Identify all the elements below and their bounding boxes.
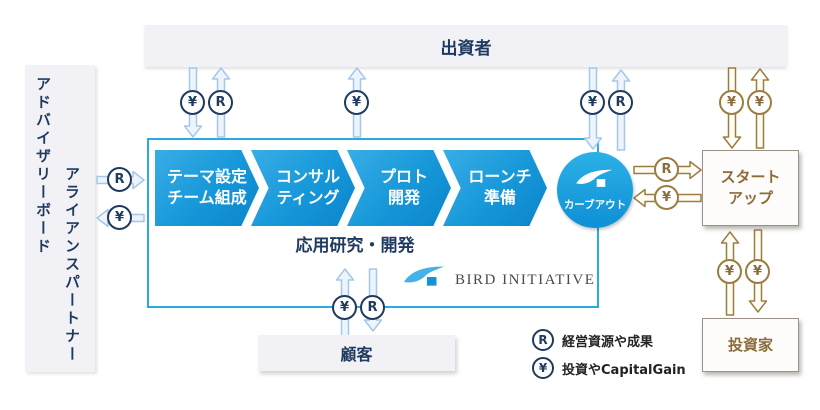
startup-box: スタート アップ (702, 150, 799, 226)
legend-resource-label: 経営資源や成果 (562, 334, 654, 350)
process-step-theme: テーマ設定 チーム組成 (155, 150, 259, 226)
money-badge: ¥ (332, 295, 357, 320)
money-badge: ¥ (180, 90, 205, 115)
process-step-consulting: コンサル ティング (251, 150, 355, 226)
money-badge: ¥ (532, 357, 554, 379)
carveout-node: カーブアウト (557, 152, 633, 228)
left-partners-panel (25, 65, 95, 372)
legend-money: ¥ 投資やCapitalGain (532, 357, 686, 379)
resource-badge: R (208, 90, 233, 115)
money-badge: ¥ (719, 90, 744, 115)
rnd-caption: 応用研究・開発 (295, 236, 415, 256)
customer-box: 顧客 (258, 335, 455, 371)
money-badge: ¥ (654, 185, 679, 210)
money-badge: ¥ (717, 259, 742, 284)
resource-badge: R (608, 90, 633, 115)
bird-icon-blue (402, 264, 448, 296)
advisory-board-label: アドバイザリーボード (34, 76, 52, 256)
resource-badge: R (654, 157, 679, 182)
money-badge: ¥ (344, 90, 369, 115)
resource-badge: R (532, 329, 554, 351)
money-badge: ¥ (745, 259, 770, 284)
alliance-partner-label: アライアンスパートナー (63, 166, 81, 364)
money-badge: ¥ (580, 90, 605, 115)
legend-money-label: 投資やCapitalGain (562, 362, 686, 378)
funders-bar: 出資者 (145, 25, 787, 67)
brand-name: BIRD INITIATIVE (455, 271, 596, 288)
money-badge: ¥ (107, 205, 132, 230)
brand-logo: BIRD INITIATIVE (402, 264, 595, 296)
money-badge: ¥ (747, 90, 772, 115)
resource-badge: R (107, 167, 132, 192)
resource-badge: R (360, 295, 385, 320)
carveout-label: カーブアウト (563, 199, 627, 211)
investor-box: 投資家 (702, 318, 799, 372)
bird-icon-white (574, 168, 616, 196)
legend-resource: R 経営資源や成果 (532, 329, 653, 351)
